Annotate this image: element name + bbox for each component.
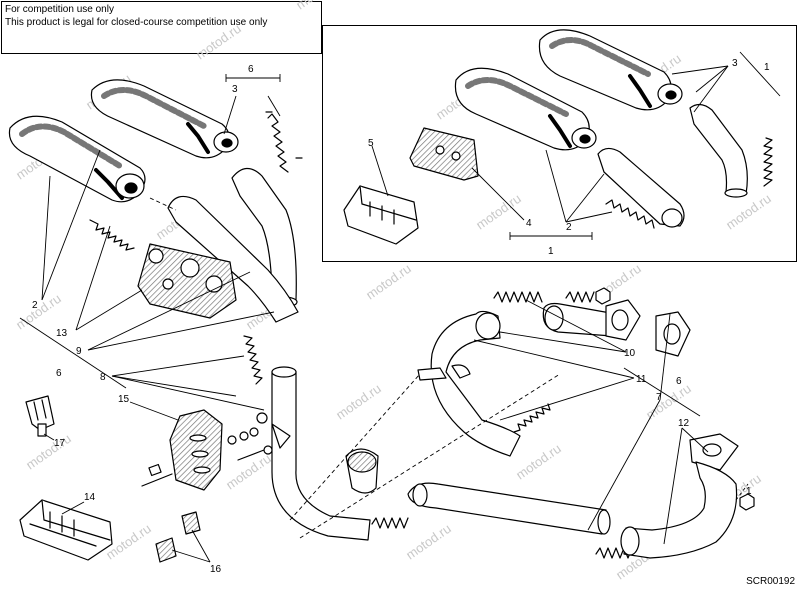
diagram-code: SCR00192 — [746, 576, 795, 587]
callout-8: 8 — [100, 372, 106, 383]
elbow-pipe — [345, 448, 379, 494]
inset-frame — [322, 25, 797, 262]
inset-spring-left — [605, 199, 655, 229]
connector-plug — [25, 395, 55, 437]
link-pipe-upper — [231, 167, 297, 303]
callout-1-inset: 1 — [548, 246, 554, 257]
spring-top — [265, 111, 303, 173]
bolt-set — [141, 412, 291, 487]
callout-14: 14 — [84, 492, 96, 503]
nut-bottom — [739, 493, 755, 511]
callout-1-bottom: 1 — [746, 486, 752, 497]
callout-1-inset-top: 1 — [764, 62, 770, 73]
callout-5: 5 — [368, 138, 374, 149]
callout-6-left: 6 — [56, 368, 62, 379]
spring-left — [89, 219, 135, 251]
svg-text:motod.ru: motod.ru — [193, 21, 244, 63]
spring-middle — [243, 335, 263, 385]
inset-heat-plate — [409, 127, 479, 181]
svg-text:motod.ru: motod.ru — [13, 291, 64, 333]
link-pipe-lower — [167, 195, 299, 323]
callout-7: 7 — [656, 392, 662, 403]
inset-rubber-mount — [343, 185, 419, 245]
silencer-left-front — [8, 115, 146, 203]
callout-6-right: 6 — [676, 376, 682, 387]
callout-2-left: 2 — [32, 300, 38, 311]
nut-top — [595, 287, 611, 305]
svg-text:motod.ru: motod.ru — [513, 441, 564, 483]
inset-link-pipe-left — [597, 147, 685, 227]
callout-6-top: 6 — [248, 64, 254, 75]
callout-3-top: 3 — [232, 84, 238, 95]
callout-labels: 6 3 2 13 9 6 8 15 17 14 16 10 11 6 7 12 … — [32, 58, 770, 575]
svg-text:motod.ru: motod.ru — [293, 0, 344, 12]
callout-3-inset: 3 — [732, 58, 738, 69]
callout-10: 10 — [624, 348, 636, 359]
flange-upper — [605, 299, 691, 357]
svg-text:motod.ru: motod.ru — [403, 521, 454, 563]
svg-text:motod.ru: motod.ru — [363, 261, 414, 303]
svg-text:motod.ru: motod.ru — [333, 381, 384, 423]
notice-line-2: This product is legal for closed-course … — [5, 17, 268, 28]
inset-silencer-lower — [454, 67, 597, 151]
callout-13: 13 — [56, 328, 68, 339]
inset-link-pipe-right — [689, 103, 748, 195]
callout-2-inset: 2 — [566, 222, 572, 233]
callout-12: 12 — [678, 418, 690, 429]
heat-guard-bracket — [169, 409, 223, 491]
svg-text:motod.ru: motod.ru — [223, 451, 274, 493]
header-pipe-front — [620, 433, 739, 559]
callout-17: 17 — [54, 438, 66, 449]
callout-9: 9 — [76, 346, 82, 357]
inset-spring-right — [763, 137, 773, 187]
callout-11: 11 — [636, 374, 647, 385]
callout-15: 15 — [118, 394, 130, 405]
clip-set — [155, 511, 201, 563]
hanger-bracket — [417, 367, 447, 381]
leader-lines — [19, 51, 781, 563]
inset-silencer-upper — [538, 29, 683, 111]
notice-line-1: For competition use only — [5, 4, 114, 15]
spring-right-top — [493, 291, 595, 303]
callout-4: 4 — [526, 218, 532, 229]
spring-right-mid — [513, 403, 551, 433]
callout-16: 16 — [210, 564, 222, 575]
header-pipe-upper — [430, 310, 521, 457]
silencer-left-rear — [90, 79, 239, 159]
heat-shield-plate — [137, 243, 237, 319]
rubber-mount-left — [19, 499, 113, 561]
competition-notice: For competition use only This product is… — [1, 1, 322, 54]
